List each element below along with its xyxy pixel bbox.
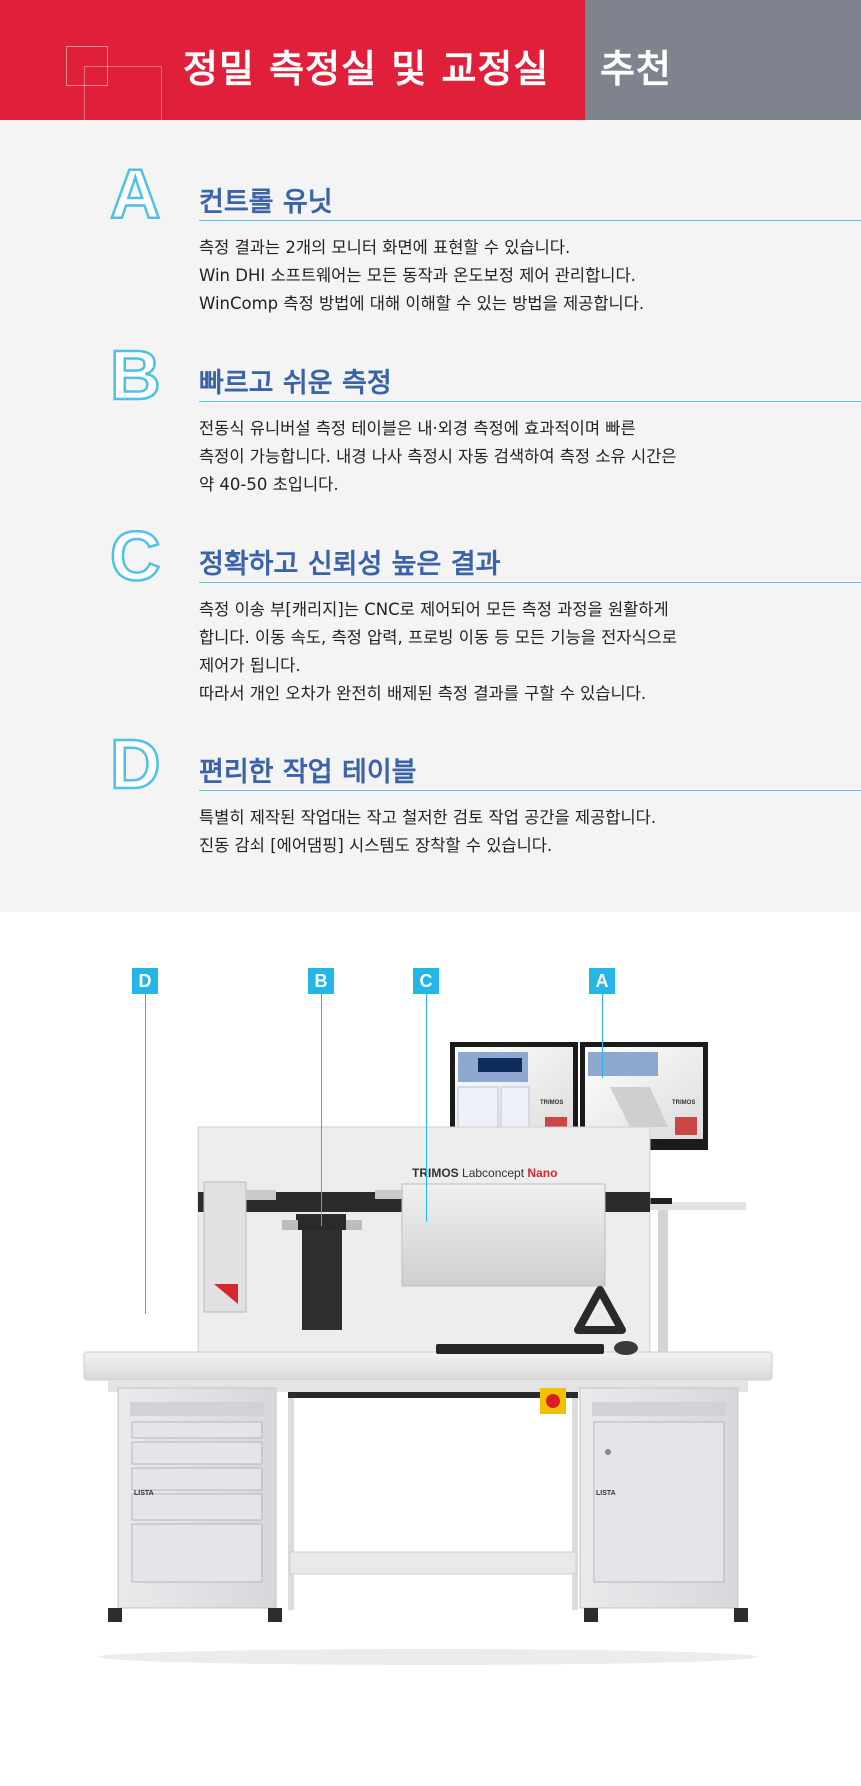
mouse <box>614 1341 638 1355</box>
feature-description: 측정 결과는 2개의 모니터 화면에 표현할 수 있습니다. Win DHI 소… <box>199 234 799 318</box>
feature-description-line: 합니다. 이동 속도, 측정 압력, 프로빙 이동 등 모든 기능을 전자식으로 <box>199 628 678 647</box>
desk-feet <box>108 1608 748 1622</box>
feature-list: A 컨트롤 유닛 측정 결과는 2개의 모니터 화면에 표현할 수 있습니다. … <box>0 120 861 912</box>
feature-title: 빠르고 쉬운 측정 <box>199 368 392 399</box>
side-shelf <box>606 1202 746 1210</box>
monitor-brand-label: TRIMOS <box>672 1100 696 1106</box>
callout-line <box>321 994 322 1226</box>
feature-description-line: 측정이 가능합니다. 내경 나사 측정시 자동 검색하여 측정 소유 시간은 <box>199 447 677 466</box>
feature-divider <box>199 582 861 583</box>
feature-description: 전동식 유니버설 측정 테이블은 내·외경 측정에 효과적이며 빠른 측정이 가… <box>199 415 799 499</box>
machine-variant: Nano <box>527 1166 558 1180</box>
machine-illustration: TRIMOS Labconcept Nano TRIMOS TRIMOS LIS… <box>0 912 861 1786</box>
feature-letter: D <box>109 724 162 805</box>
callout-label: A <box>589 968 615 994</box>
feature-divider <box>199 790 861 791</box>
feature-description: 특별히 제작된 작업대는 작고 철저한 검토 작업 공간을 제공합니다. 진동 … <box>199 804 799 860</box>
floor-shadow <box>98 1649 758 1665</box>
measuring-housing <box>401 1183 606 1287</box>
feature-title: 편리한 작업 테이블 <box>199 757 417 788</box>
feature-description-line: 측정 이송 부[캐리지]는 CNC로 제어되어 모든 측정 과정을 원활하게 <box>199 600 669 619</box>
desk-crossbar <box>288 1392 578 1398</box>
feature-description-line: 제어가 됩니다. <box>199 656 301 675</box>
feature-description-line: 특별히 제작된 작업대는 작고 철저한 검토 작업 공간을 제공합니다. <box>199 808 657 827</box>
callout-label: C <box>413 968 439 994</box>
page-title: 정밀 측정실 및 교정실 <box>183 47 550 91</box>
shelf-post <box>658 1210 668 1370</box>
machine-brand-label: TRIMOS Labconcept Nano <box>412 1166 557 1180</box>
callout-label: D <box>132 968 158 994</box>
header-title-panel <box>0 0 585 120</box>
header-badge-panel <box>585 0 861 120</box>
feature-letter: B <box>109 335 162 416</box>
left-spindle <box>246 1190 276 1200</box>
feature-description-line: 진동 감쇠 [에어댐핑] 시스템도 장착할 수 있습니다. <box>199 836 553 855</box>
machine-drawing <box>83 1042 773 1665</box>
desk-brand-label: LISTA <box>596 1490 616 1497</box>
feature-title: 컨트롤 유닛 <box>199 187 333 218</box>
machine-brand: TRIMOS <box>412 1166 459 1180</box>
recommend-badge: 추천 <box>600 47 672 91</box>
page-header: 정밀 측정실 및 교정실 추천 <box>0 0 861 142</box>
feature-description-line: Win DHI 소프트웨어는 모든 동작과 온도보정 제어 관리합니다. <box>199 266 636 285</box>
feature-description-line: 전동식 유니버설 측정 테이블은 내·외경 측정에 효과적이며 빠른 <box>199 419 636 438</box>
desk-brand-label: LISTA <box>134 1490 154 1497</box>
feature-description: 측정 이송 부[캐리지]는 CNC로 제어되어 모든 측정 과정을 원활하게 합… <box>199 596 799 708</box>
callout-line <box>426 994 427 1222</box>
feature-description-line: 약 40-50 초입니다. <box>199 475 339 494</box>
feature-description-line: 측정 결과는 2개의 모니터 화면에 표현할 수 있습니다. <box>199 238 571 257</box>
drawers <box>131 1421 263 1583</box>
feature-title: 정확하고 신뢰성 높은 결과 <box>199 549 501 580</box>
feature-letter: C <box>109 516 162 597</box>
feature-description-line: 따라서 개인 오차가 완전히 배제된 측정 결과를 구할 수 있습니다. <box>199 684 647 703</box>
carriage-column <box>302 1230 342 1330</box>
keyboard <box>436 1344 604 1354</box>
desk-top <box>83 1351 773 1381</box>
machine-model: Labconcept <box>462 1166 525 1180</box>
callout-label: B <box>308 968 334 994</box>
trimos-logo-mark <box>574 1286 626 1334</box>
monitor-brand-label: TRIMOS <box>540 1100 564 1106</box>
callout-line <box>145 994 146 1314</box>
right-spindle <box>375 1190 403 1199</box>
feature-divider <box>199 220 861 221</box>
feature-divider <box>199 401 861 402</box>
feature-description-line: WinComp 측정 방법에 대해 이해할 수 있는 방법을 제공합니다. <box>199 294 645 313</box>
callout-line <box>602 994 603 1078</box>
feature-letter: A <box>109 154 162 235</box>
decorative-square <box>66 46 108 86</box>
lower-shelf <box>289 1551 577 1575</box>
